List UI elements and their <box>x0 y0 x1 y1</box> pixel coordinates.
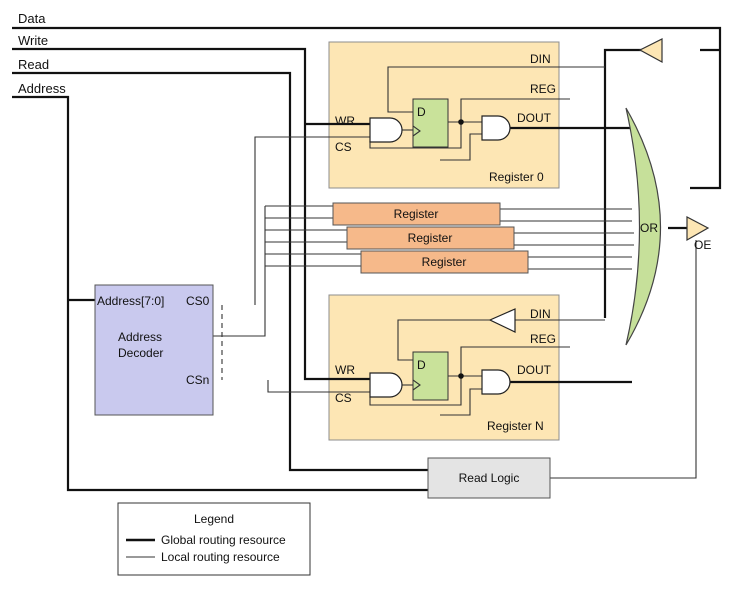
decoder-name-line-2: Decoder <box>118 346 163 360</box>
register-0-din-label: DIN <box>530 52 551 66</box>
data-return-buffer <box>638 38 663 64</box>
or-gate <box>625 107 661 346</box>
register-n-ff-label: D <box>417 358 426 372</box>
data-signal-label: Data <box>18 11 46 26</box>
register-n-and-gate-out <box>481 369 511 395</box>
register-n-din-buffer <box>488 308 516 333</box>
middle-register-wiring <box>213 205 634 380</box>
read-bus <box>12 71 428 472</box>
legend-global-label: Global routing resource <box>161 533 286 547</box>
data-bus <box>12 26 722 190</box>
register-n-reg-label: REG <box>530 332 556 346</box>
middle-register-1-label: Register <box>394 207 439 221</box>
middle-register-1 <box>332 202 501 226</box>
register-0-dout-label: DOUT <box>517 111 552 125</box>
output-enable-label: OE <box>694 238 711 252</box>
register-0-wr-label: WR <box>335 114 355 128</box>
legend-local-label: Local routing resource <box>161 550 280 564</box>
read-logic-label: Read Logic <box>459 471 520 485</box>
decoder-name-line-1: Address <box>118 330 162 344</box>
oe-control-line <box>550 240 697 479</box>
decoder-address-port-label: Address[7:0] <box>97 294 164 308</box>
register-0-flip-flop <box>412 98 449 148</box>
middle-register-2 <box>346 226 515 250</box>
register-n-wr-label: WR <box>335 363 355 377</box>
register-0-wiring <box>254 66 634 305</box>
register-0-title: Register 0 <box>489 170 544 184</box>
read-logic-block <box>427 457 551 499</box>
data-input-line <box>603 48 651 318</box>
address-signal-label: Address <box>18 81 66 96</box>
write-bus <box>12 47 370 381</box>
middle-register-2-label: Register <box>408 231 453 245</box>
register-n-cs-label: CS <box>335 391 352 405</box>
write-signal-label: Write <box>18 33 48 48</box>
register-0-reg-label: REG <box>530 82 556 96</box>
register-n-dout-label: DOUT <box>517 363 552 377</box>
legend-title: Legend <box>194 512 234 526</box>
decoder-csn-label: CSn <box>186 373 209 387</box>
or-gate-label: OR <box>640 221 658 235</box>
register-0-cs-label: CS <box>335 140 352 154</box>
register-0-ff-label: D <box>417 105 426 119</box>
middle-register-3 <box>360 250 529 274</box>
register-0-and-gate-wr <box>369 117 403 143</box>
global-buses <box>12 26 722 492</box>
decoder-cs0-label: CS0 <box>186 294 210 308</box>
read-signal-label: Read <box>18 57 49 72</box>
output-enable-buffer <box>686 216 710 242</box>
address-bus <box>12 95 428 492</box>
register-0-and-gate-out <box>481 115 511 141</box>
middle-register-3-label: Register <box>422 255 467 269</box>
register-n-wiring <box>267 319 632 416</box>
address-decoder-block <box>94 284 214 416</box>
register-n-din-label: DIN <box>530 307 551 321</box>
register-n-flip-flop <box>412 351 449 401</box>
register-n-and-gate-wr <box>369 372 403 398</box>
register-n-title: Register N <box>487 419 544 433</box>
